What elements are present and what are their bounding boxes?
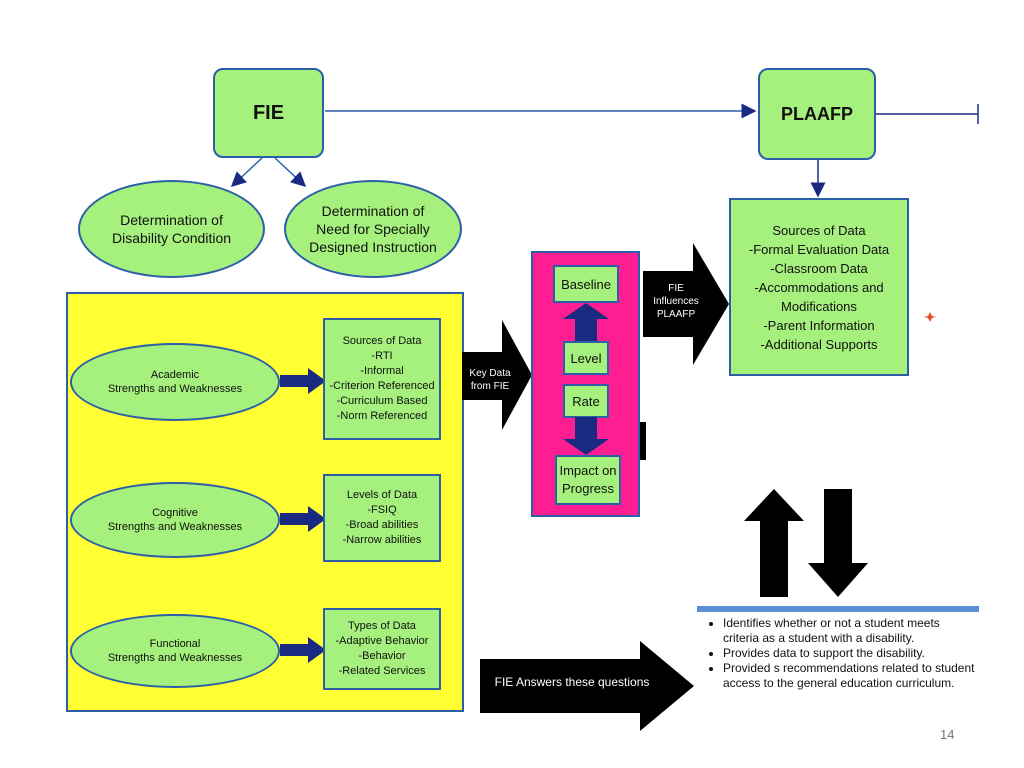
rate-box: Rate [563,384,609,418]
academic-arrow [280,368,326,394]
data-line: -FSIQ [367,504,397,516]
rate-label: Rate [572,393,600,409]
plaafp-box: PLAAFP [758,68,876,160]
down-arrow-icon [563,417,609,455]
star-icon [924,312,936,322]
ellipse-line: Determination of [120,212,223,228]
ellipse-line: Disability Condition [111,230,232,246]
bullet-item: Provided s recommendations related to st… [723,661,979,691]
bullet-item: Identifies whether or not a student meet… [723,616,979,646]
ellipse-line: Functional [149,638,201,650]
data-line: -Curriculum Based [336,395,428,407]
fie-to-disability-line [230,157,263,188]
arrow-text-line: PLAAFP [656,309,696,320]
sources-of-data-box: Sources of Data -Formal Evaluation Data … [729,198,909,376]
up-arrow-icon [563,303,609,343]
impact-line: Progress [561,481,615,496]
impact-line: Impact on [559,463,617,478]
level-label: Level [570,350,602,366]
fie-influences-label: FIE Influences PLAAFP [643,282,709,321]
data-line: -Related Services [338,665,426,677]
arrow-text-line: Influences [653,296,699,307]
page-number: 14 [940,727,954,742]
data-line: -RTI [371,350,393,362]
data-line: -Broad abilities [345,519,419,531]
disability-condition-ellipse: Determination of Disability Condition [78,180,265,278]
bullet-item: Provides data to support the disability. [723,646,979,661]
pink-panel-shadow [640,422,646,460]
arrow-text-line: FIE [668,283,684,294]
functional-data-box: Types of Data -Adaptive Behavior -Behavi… [323,608,441,690]
ellipse-line: Cognitive [152,507,198,519]
key-data-arrow [462,320,532,430]
functional-ellipse: Functional Strengths and Weaknesses [70,614,280,688]
fie-to-need-line [274,157,307,188]
fie-label: FIE [252,101,285,124]
arrow-text-line: from FIE [470,381,510,392]
ellipse-line: Strengths and Weaknesses [107,383,243,395]
sources-item: -Classroom Data [770,260,868,276]
ellipse-line: Academic [150,369,200,381]
cognitive-ellipse: Cognitive Strengths and Weaknesses [70,482,280,558]
cognitive-data-box: Levels of Data -FSIQ -Broad abilities -N… [323,474,441,562]
baseline-box: Baseline [553,265,619,303]
plaafp-label: PLAAFP [781,103,853,124]
fie-answers-label: FIE Answers these questions [484,676,660,689]
sources-item: -Additional Supports [760,336,878,352]
data-line: Types of Data [348,620,416,632]
page-number-text: 14 [940,727,955,742]
key-data-label: Key Data from FIE [462,367,518,393]
cognitive-arrow [280,506,326,532]
data-line: Sources of Data [342,335,422,347]
data-line: -Informal [360,365,404,377]
specially-designed-instruction-ellipse: Determination of Need for Specially Desi… [284,180,462,278]
ellipse-line: Strengths and Weaknesses [107,652,243,664]
bullet-box: Identifies whether or not a student meet… [697,606,979,722]
baseline-label: Baseline [561,276,611,292]
sources-item: -Accommodations and [754,279,884,295]
ellipse-line: Need for Specially [316,221,430,237]
academic-data-box: Sources of Data -RTI -Informal -Criterio… [323,318,441,440]
impact-box: Impact on Progress [555,455,621,505]
data-line: Levels of Data [346,489,418,501]
level-box: Level [563,341,609,375]
fie-answers-text: FIE Answers these questions [494,675,650,689]
data-line: -Adaptive Behavior [335,635,429,647]
fie-answers-arrow [480,641,694,731]
functional-arrow [280,637,326,663]
data-line: -Narrow abilities [342,534,422,546]
data-line: -Norm Referenced [336,410,428,422]
data-line: -Criterion Referenced [329,380,435,392]
academic-ellipse: Academic Strengths and Weaknesses [70,343,280,421]
up-down-arrows-icon [744,489,868,597]
ellipse-line: Strengths and Weaknesses [107,521,243,533]
bullet-list: Identifies whether or not a student meet… [697,616,979,691]
ellipse-line: Designed Instruction [309,239,437,255]
ellipse-line: Determination of [321,203,425,219]
sources-title: Sources of Data [772,222,866,238]
fie-box: FIE [213,68,324,158]
fie-influences-arrow [643,243,729,365]
sources-item: -Parent Information [763,317,875,333]
data-line: -Behavior [358,650,406,662]
arrow-text-line: Key Data [469,368,511,379]
sources-item: -Formal Evaluation Data [748,241,890,257]
sources-item: Modifications [781,298,857,314]
